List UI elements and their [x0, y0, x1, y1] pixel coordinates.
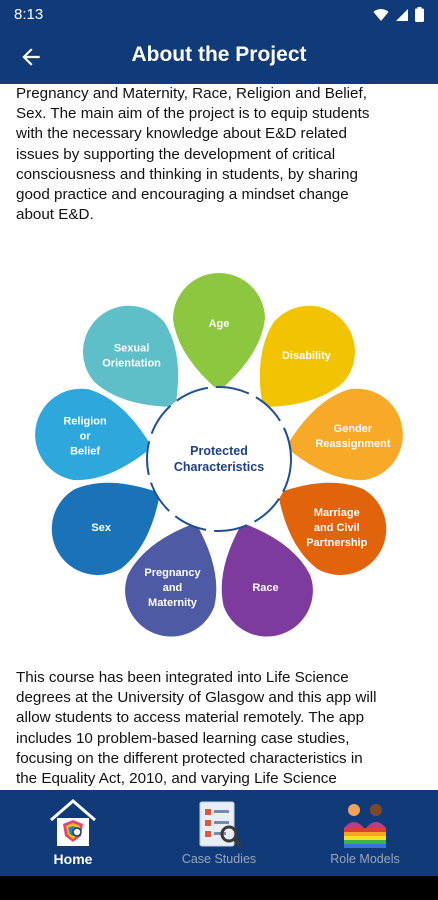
course-paragraph: This course has been integrated into Lif… [16, 668, 422, 789]
body-line: focusing on the different protected char… [16, 749, 363, 767]
nav-case-studies[interactable]: Case Studies [146, 790, 292, 876]
system-nav-bar [0, 876, 438, 900]
petal-label: and Civil [314, 522, 360, 534]
petal-label: Orientation [102, 357, 161, 369]
intro-line: issues by supporting the development of … [16, 145, 336, 163]
wifi-icon [373, 8, 389, 21]
petal-marriage-and-civil-partnership [277, 482, 387, 575]
page-title: About the Project [131, 43, 307, 66]
signal-icon [396, 8, 408, 21]
status-bar: 8:13 [0, 0, 438, 30]
petal-label: or [80, 430, 92, 442]
nav-role-models-label: Role Models [330, 852, 400, 866]
app-bar: About the Project [0, 30, 438, 84]
status-time: 8:13 [14, 6, 44, 23]
petal-label: Religion [63, 415, 107, 427]
intro-line: consciousness and thinking in students, … [16, 165, 358, 183]
body-line: This course has been integrated into Lif… [16, 669, 349, 686]
petal-pregnancy-and-maternity [125, 522, 217, 637]
intro-line: good practice and encouraging a mindset … [16, 186, 349, 204]
petal-label: Gender [334, 423, 373, 435]
petal-label: Belief [70, 445, 100, 457]
nav-home-label: Home [53, 851, 93, 867]
petal-label: Race [252, 582, 278, 594]
petal-religion-or-belief [35, 388, 153, 481]
role-models-icon [344, 804, 386, 848]
petal-label: Reassignment [315, 438, 391, 450]
center-ring [146, 386, 292, 532]
intro-line: Pregnancy and Maternity, Race, Religion … [16, 85, 367, 102]
intro-line: with the necessary knowledge about E&D r… [16, 125, 347, 143]
petal-label: Pregnancy [144, 567, 201, 579]
nav-role-models[interactable]: Role Models [292, 790, 438, 876]
intro-paragraph: Pregnancy and Maternity, Race, Religion … [16, 84, 422, 225]
center-label: Protected [190, 444, 248, 458]
case-studies-icon [199, 801, 243, 848]
petal-label: Partnership [306, 537, 367, 549]
body-line: the Equality Act, 2010, and varying Life… [16, 770, 337, 788]
petal-sexual-orientation [83, 305, 179, 407]
petal-gender-reassignment [285, 388, 403, 481]
petal-label: Disability [282, 350, 332, 362]
petal-label: Marriage [314, 507, 360, 519]
petal-label: Maternity [148, 597, 198, 609]
petal-label: Age [209, 318, 230, 330]
about-content[interactable]: Pregnancy and Maternity, Race, Religion … [0, 84, 438, 790]
petal-age [173, 273, 265, 391]
home-icon [50, 799, 96, 846]
body-line: includes 10 problem-based learning case … [16, 729, 350, 747]
intro-line: about E&D. [16, 206, 94, 224]
back-arrow-icon[interactable] [18, 44, 44, 70]
intro-line: Sex. The main aim of the project is to e… [16, 105, 370, 123]
body-line: degrees at the University of Glasgow and… [16, 689, 377, 707]
petal-label: Sexual [114, 342, 149, 354]
body-line: allow students to access material remote… [16, 709, 365, 727]
nav-home[interactable]: Home [0, 790, 146, 876]
battery-icon [415, 7, 424, 22]
nav-case-studies-label: Case Studies [181, 852, 257, 866]
petal-race [221, 522, 313, 637]
status-icons [373, 7, 424, 22]
petal-label: and [163, 582, 183, 594]
petal-sex [51, 482, 161, 575]
petal-disability [259, 305, 355, 407]
petal-label: Sex [91, 522, 111, 534]
center-label: Characteristics [174, 460, 264, 474]
bottom-nav: Home Case Studies Role Models [0, 790, 438, 876]
